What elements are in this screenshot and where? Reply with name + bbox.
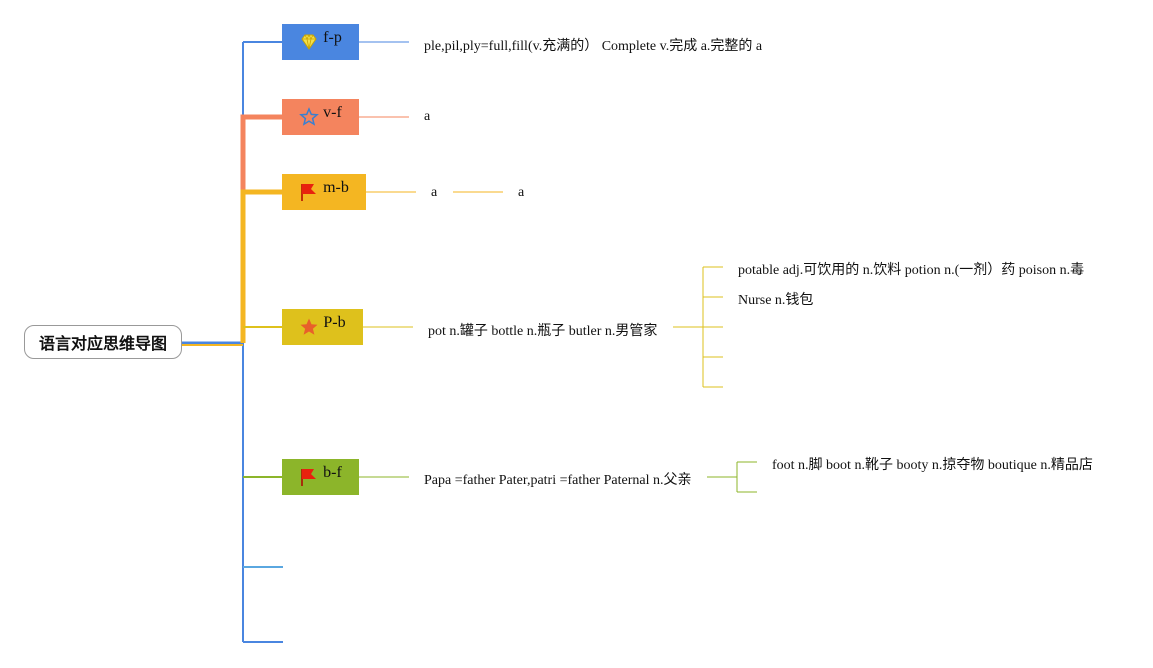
topic-b-f[interactable]: b-f [282,459,359,495]
vf-child-text[interactable]: a [424,109,431,124]
bf-child-text[interactable]: Papa =father Pater,patri =father Paterna… [424,473,692,488]
vf-branch-line [240,114,283,190]
topic-label: m-b [323,179,349,196]
star-outline-icon [299,107,320,127]
orange-star-icon [299,317,319,337]
topic-v-f[interactable]: v-f [282,99,359,135]
fp-child-text[interactable]: ple,pil,ply=full,fill(v.充满的） Complete v.… [424,39,763,54]
bf-fan-line [707,461,757,493]
topic-label: P-b [323,314,346,331]
topic-m-b[interactable]: m-b [282,174,366,210]
pb-fan-line [673,266,723,388]
pb-grandchild-text[interactable]: Nurse n.钱包 [738,293,814,308]
root-label: 语言对应思维导图 [38,334,167,353]
topic-label: f-p [323,29,342,46]
topic-P-b[interactable]: P-b [282,309,363,345]
mb-branch-line [240,189,283,343]
diamond-icon [299,32,319,52]
bf-grandchild-text[interactable]: foot n.脚 boot n.靴子 booty n.掠夺物 boutique … [772,458,1093,473]
topic-f-p[interactable]: f-p [282,24,359,60]
topic-label: b-f [323,464,342,481]
mb-grandchild-text[interactable]: a [518,185,525,200]
red-flag-icon [299,182,319,202]
pb-grandchild-text[interactable]: potable adj.可饮用的 n.饮料 potion n.(一剂）药 poi… [738,263,1085,278]
topic-label: v-f [323,104,342,121]
red-flag-icon [299,467,319,487]
root-node[interactable]: 语言对应思维导图 [24,325,182,359]
mb-child-text[interactable]: a [431,185,438,200]
pb-child-text[interactable]: pot n.罐子 bottle n.瓶子 butler n.男管家 [428,324,658,339]
